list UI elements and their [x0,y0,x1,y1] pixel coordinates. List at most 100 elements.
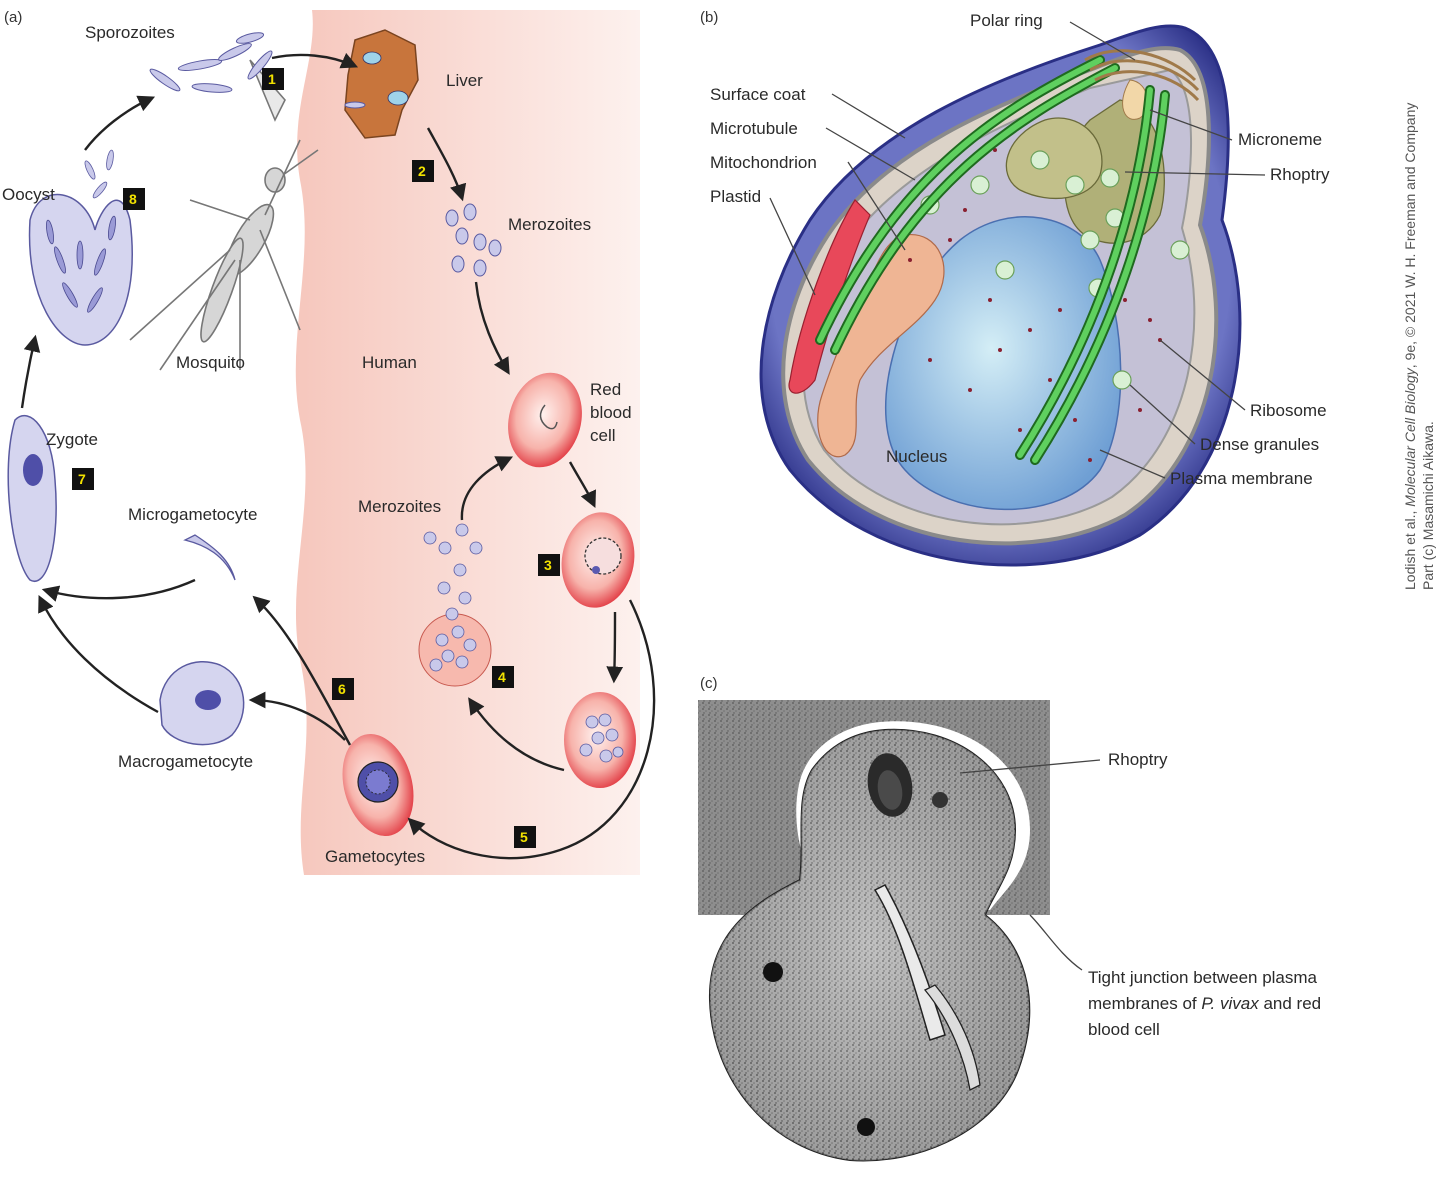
plastid [788,199,871,394]
step-6: 6 [332,678,354,700]
label-red: Red [590,380,621,399]
label-surface-coat: Surface coat [710,85,806,104]
micrograph-streak-2 [923,984,981,1091]
label-cell: cell [590,426,616,445]
svg-text:8: 8 [129,191,137,207]
step-4: 4 [492,666,514,688]
label-microtubule: Microtubule [710,119,798,138]
label-plasma-membrane: Plasma membrane [1170,469,1313,488]
label-rhoptry-b: Rhoptry [1270,165,1330,184]
parasite-texture [709,729,1030,1161]
label-microgametocyte: Microgametocyte [128,505,257,524]
panel-b-merozoite-structure: (b) [700,9,1330,567]
label-mosquito: Mosquito [176,353,245,372]
credit-line-1: Lodish et al., Molecular Cell Biology, 9… [1402,103,1418,590]
macrogametocyte [159,660,245,746]
arrow-4 [468,697,565,772]
micrograph-rhoptry-core [877,770,903,810]
arrow-5 [407,599,656,860]
panel-b-leaders [769,21,1266,479]
arrow-zygote-oocyst [20,334,41,409]
nucleus [884,216,1122,511]
merozoites-top-group [445,203,502,277]
arrow-2 [426,127,467,202]
label-blood: blood [590,403,632,422]
svg-text:6: 6 [338,681,346,697]
step-1: 1 [262,68,284,90]
svg-text:1: 1 [268,71,276,87]
label-polar-ring: Polar ring [970,11,1043,30]
svg-text:2: 2 [418,163,426,179]
label-gametocytes: Gametocytes [325,847,425,866]
panel-b-label: (b) [700,9,718,26]
oocyst [28,149,133,346]
gametocyte-rbc [342,734,414,836]
red-blood-cell [508,372,582,468]
label-merozoites-top: Merozoites [508,215,591,234]
credit-line: Lodish et al., Molecular Cell Biology, 9… [1402,103,1436,590]
label-sporozoites: Sporozoites [85,23,175,42]
arrow-to-schizont [606,611,624,684]
label-dense-granules: Dense granules [1200,435,1319,454]
step-5: 5 [514,826,536,848]
svg-text:7: 7 [78,471,86,487]
panel-a-label: (a) [4,9,22,26]
svg-text:5: 5 [520,829,528,845]
label-tight-junction-1: Tight junction between plasma [1088,968,1318,987]
panel-c-micrograph: (c) Rhoptry Tight junction between plasm… [698,675,1321,1162]
step-7: 7 [72,468,94,490]
apical-microneme [1122,79,1148,120]
micrograph-dark-spot-2 [857,1118,875,1136]
label-microneme: Microneme [1238,130,1322,149]
arrow-6-micro [252,595,352,746]
arrow-7-micro [41,578,196,602]
leader-rhoptry-c [959,759,1101,774]
sporozoites-group [149,32,273,93]
liver-cell [344,29,419,139]
arrow-6-macro [248,691,346,741]
arrow-1 [271,52,359,69]
label-mitochondrion: Mitochondrion [710,153,817,172]
label-oocyst: Oocyst [2,185,55,204]
label-merozoites-mid: Merozoites [358,497,441,516]
micrograph-streak-1 [873,884,946,1041]
bursting-rbc [418,523,492,687]
micrograph-dark-spot-3 [932,792,948,808]
step-3: 3 [538,554,560,576]
micrograph-dark-spot-1 [763,962,783,982]
microtubules [815,55,1170,465]
step-badges: 1 2 3 4 5 6 7 8 [72,68,560,848]
polar-ring [1084,49,1200,102]
panel-a-life-cycle: (a) Sporozoites [2,9,656,875]
label-human: Human [362,353,417,372]
svg-text:4: 4 [498,669,506,685]
arrow-7-macro [38,594,159,714]
zygote [7,414,57,583]
label-macrogametocyte: Macrogametocyte [118,752,253,771]
arrow-merozoites-reinvade [460,456,514,521]
label-rhoptry-c: Rhoptry [1108,750,1168,769]
arrow-to-rbc [474,281,510,375]
schizont-rbc [564,692,636,788]
label-zygote: Zygote [46,430,98,449]
step-2: 2 [412,160,434,182]
step-8: 8 [123,188,145,210]
arrow-8 [84,95,156,151]
microgametocyte [183,534,236,581]
human-tissue [295,10,640,875]
svg-text:3: 3 [544,557,552,573]
label-tight-junction-2: membranes of P. vivax and red [1088,994,1321,1013]
panel-c-label: (c) [700,675,718,692]
leader-tight-junction [1029,914,1083,971]
credit-line-2: Part (c) Masamichi Aikawa. [1420,421,1436,590]
label-nucleus: Nucleus [886,447,947,466]
label-liver: Liver [446,71,483,90]
arrow-3 [568,461,596,509]
label-plastid: Plastid [710,187,761,206]
rbc-ring-parasite [539,404,558,430]
life-cycle-arrows [20,52,656,860]
label-tight-junction-3: blood cell [1088,1020,1160,1039]
mosquito-illustration [129,59,319,371]
trophozoite-rbc [561,512,635,608]
